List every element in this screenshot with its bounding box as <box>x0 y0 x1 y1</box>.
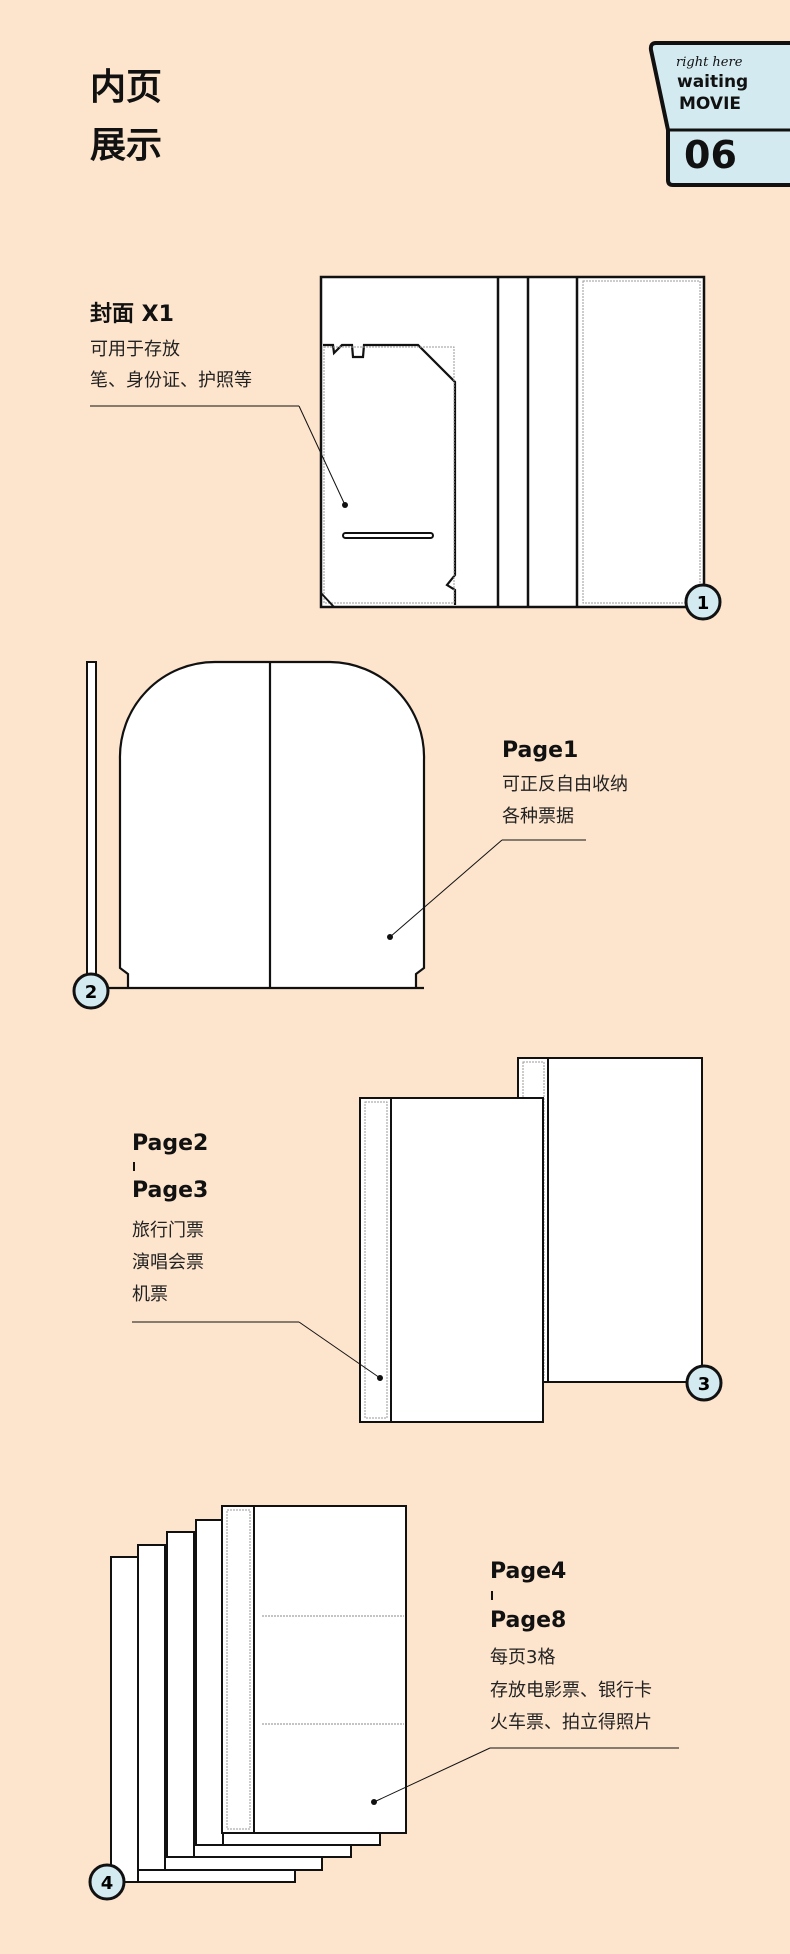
page4-8-desc-3: 火车票、拍立得照片 <box>490 1712 652 1733</box>
page2-3-illustration <box>359 1057 703 1423</box>
page2-3-desc-2: 演唱会票 <box>132 1252 204 1273</box>
number-badge-2 <box>72 972 110 1010</box>
number-badge-4 <box>88 1863 126 1901</box>
page1-desc-2: 各种票据 <box>502 806 574 827</box>
page4-8-illustration <box>110 1505 407 1883</box>
page2-3-desc-3: 机票 <box>132 1284 168 1305</box>
number-badge-1 <box>684 583 722 621</box>
page1-heading: Page1 <box>502 738 579 763</box>
page2-heading: Page2 <box>132 1131 209 1156</box>
number-1: 1 <box>697 593 710 614</box>
page-title-line2: 展示 <box>90 125 163 166</box>
badge-line2: MOVIE <box>679 94 742 114</box>
number-4: 4 <box>101 1873 114 1894</box>
badge-line1: waiting <box>677 72 749 92</box>
number-badge-3 <box>685 1364 723 1402</box>
number-2: 2 <box>85 982 98 1003</box>
page3-heading: Page3 <box>132 1178 209 1203</box>
page2-3-desc-1: 旅行门票 <box>132 1220 204 1241</box>
cover-leader <box>90 405 348 508</box>
number-3: 3 <box>698 1374 711 1395</box>
badge-script: right here <box>676 55 743 70</box>
page-title-line1: 内页 <box>90 67 163 108</box>
page1-desc-1: 可正反自由收纳 <box>502 774 628 795</box>
badge-number: 06 <box>684 133 737 177</box>
page2-3-leader <box>132 1321 383 1381</box>
page4-8-leader <box>371 1747 679 1805</box>
cover-desc-2: 笔、身份证、护照等 <box>90 370 252 391</box>
heading-divider <box>491 1591 493 1600</box>
page8-heading: Page8 <box>490 1608 567 1633</box>
page1-leader <box>387 839 586 940</box>
page4-8-desc-1: 每页3格 <box>490 1647 556 1668</box>
page4-8-desc-2: 存放电影票、银行卡 <box>490 1680 652 1701</box>
badge-frame <box>648 41 790 187</box>
page4-heading: Page4 <box>490 1559 567 1584</box>
cover-illustration <box>319 275 706 609</box>
page1-illustration <box>86 660 426 990</box>
cover-heading: 封面 X1 <box>90 302 174 327</box>
heading-divider <box>133 1162 135 1171</box>
cover-desc-1: 可用于存放 <box>90 339 180 360</box>
